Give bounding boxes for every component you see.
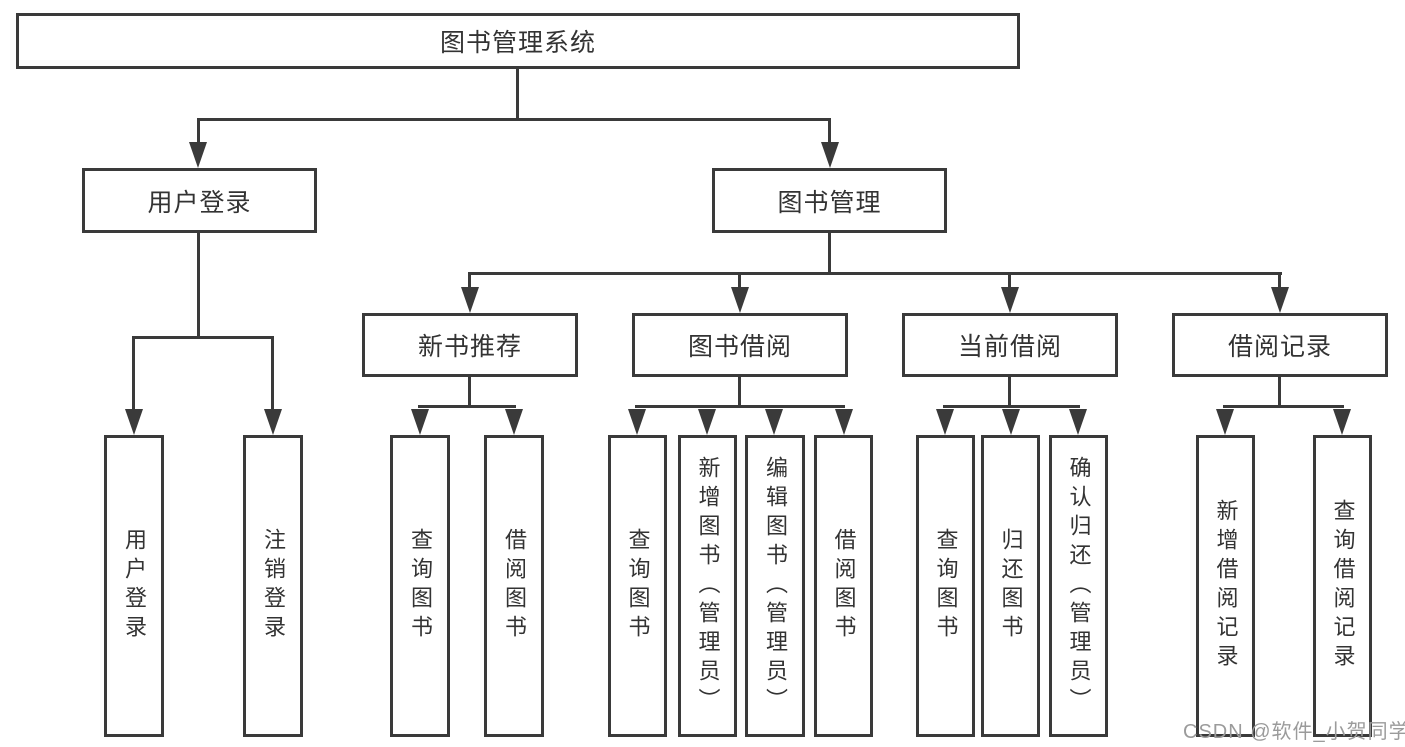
arrow-down-icon — [936, 409, 954, 435]
connector-line — [1278, 272, 1281, 290]
connector-line — [1008, 272, 1011, 290]
connector-line — [738, 272, 741, 290]
connector-line — [828, 233, 831, 275]
node-rec-query-books: 查询图书 — [390, 435, 450, 737]
arrow-down-icon — [698, 409, 716, 435]
connector-line — [197, 118, 200, 144]
connector-line — [1278, 377, 1281, 408]
arrow-down-icon — [1001, 287, 1019, 313]
node-library-management-system: 图书管理系统 — [16, 13, 1020, 69]
arrow-down-icon — [821, 142, 839, 168]
arrow-down-icon — [505, 409, 523, 435]
node-book-borrowing: 图书借阅 — [632, 313, 848, 377]
connector-line — [516, 69, 519, 118]
arrow-down-icon — [264, 409, 282, 435]
node-new-book-recommend: 新书推荐 — [362, 313, 578, 377]
connector-line — [468, 272, 1282, 275]
arrow-down-icon — [461, 287, 479, 313]
connector-line — [468, 272, 471, 290]
node-rec-borrow-books: 借阅图书 — [484, 435, 544, 737]
connector-line — [197, 118, 831, 121]
node-logout: 注销登录 — [243, 435, 303, 737]
node-bb-edit-books-admin: 编辑图书（管理员） — [745, 435, 805, 737]
connector-line — [271, 336, 274, 412]
node-book-management: 图书管理 — [712, 168, 947, 233]
arrow-down-icon — [1333, 409, 1351, 435]
arrow-down-icon — [125, 409, 143, 435]
connector-line — [468, 377, 471, 408]
arrow-down-icon — [1271, 287, 1289, 313]
node-cb-query-books: 查询图书 — [916, 435, 975, 737]
node-borrowing-records: 借阅记录 — [1172, 313, 1388, 377]
arrow-down-icon — [189, 142, 207, 168]
connector-line — [738, 377, 741, 408]
connector-line — [1223, 405, 1344, 408]
connector-line — [828, 118, 831, 144]
node-bb-add-books-admin: 新增图书（管理员） — [678, 435, 737, 737]
connector-line — [418, 405, 516, 408]
node-br-add-record: 新增借阅记录 — [1196, 435, 1255, 737]
node-current-borrowing: 当前借阅 — [902, 313, 1118, 377]
node-br-query-record: 查询借阅记录 — [1313, 435, 1372, 737]
arrow-down-icon — [1216, 409, 1234, 435]
node-cb-return-books: 归还图书 — [981, 435, 1040, 737]
connector-line — [132, 336, 135, 412]
connector-line — [132, 336, 274, 339]
arrow-down-icon — [411, 409, 429, 435]
csdn-watermark: CSDN @软件_小贺同学 — [1183, 721, 1405, 743]
node-user-login-leaf: 用户登录 — [104, 435, 164, 737]
node-user-login: 用户登录 — [82, 168, 317, 233]
node-bb-borrow-books: 借阅图书 — [814, 435, 873, 737]
arrow-down-icon — [1002, 409, 1020, 435]
node-cb-confirm-return-admin: 确认归还（管理员） — [1049, 435, 1108, 737]
arrow-down-icon — [835, 409, 853, 435]
connector-line — [1008, 377, 1011, 408]
connector-line — [197, 233, 200, 336]
arrow-down-icon — [1069, 409, 1087, 435]
arrow-down-icon — [731, 287, 749, 313]
connector-line — [635, 405, 845, 408]
node-bb-query-books: 查询图书 — [608, 435, 667, 737]
arrow-down-icon — [628, 409, 646, 435]
arrow-down-icon — [765, 409, 783, 435]
connector-line — [943, 405, 1080, 408]
